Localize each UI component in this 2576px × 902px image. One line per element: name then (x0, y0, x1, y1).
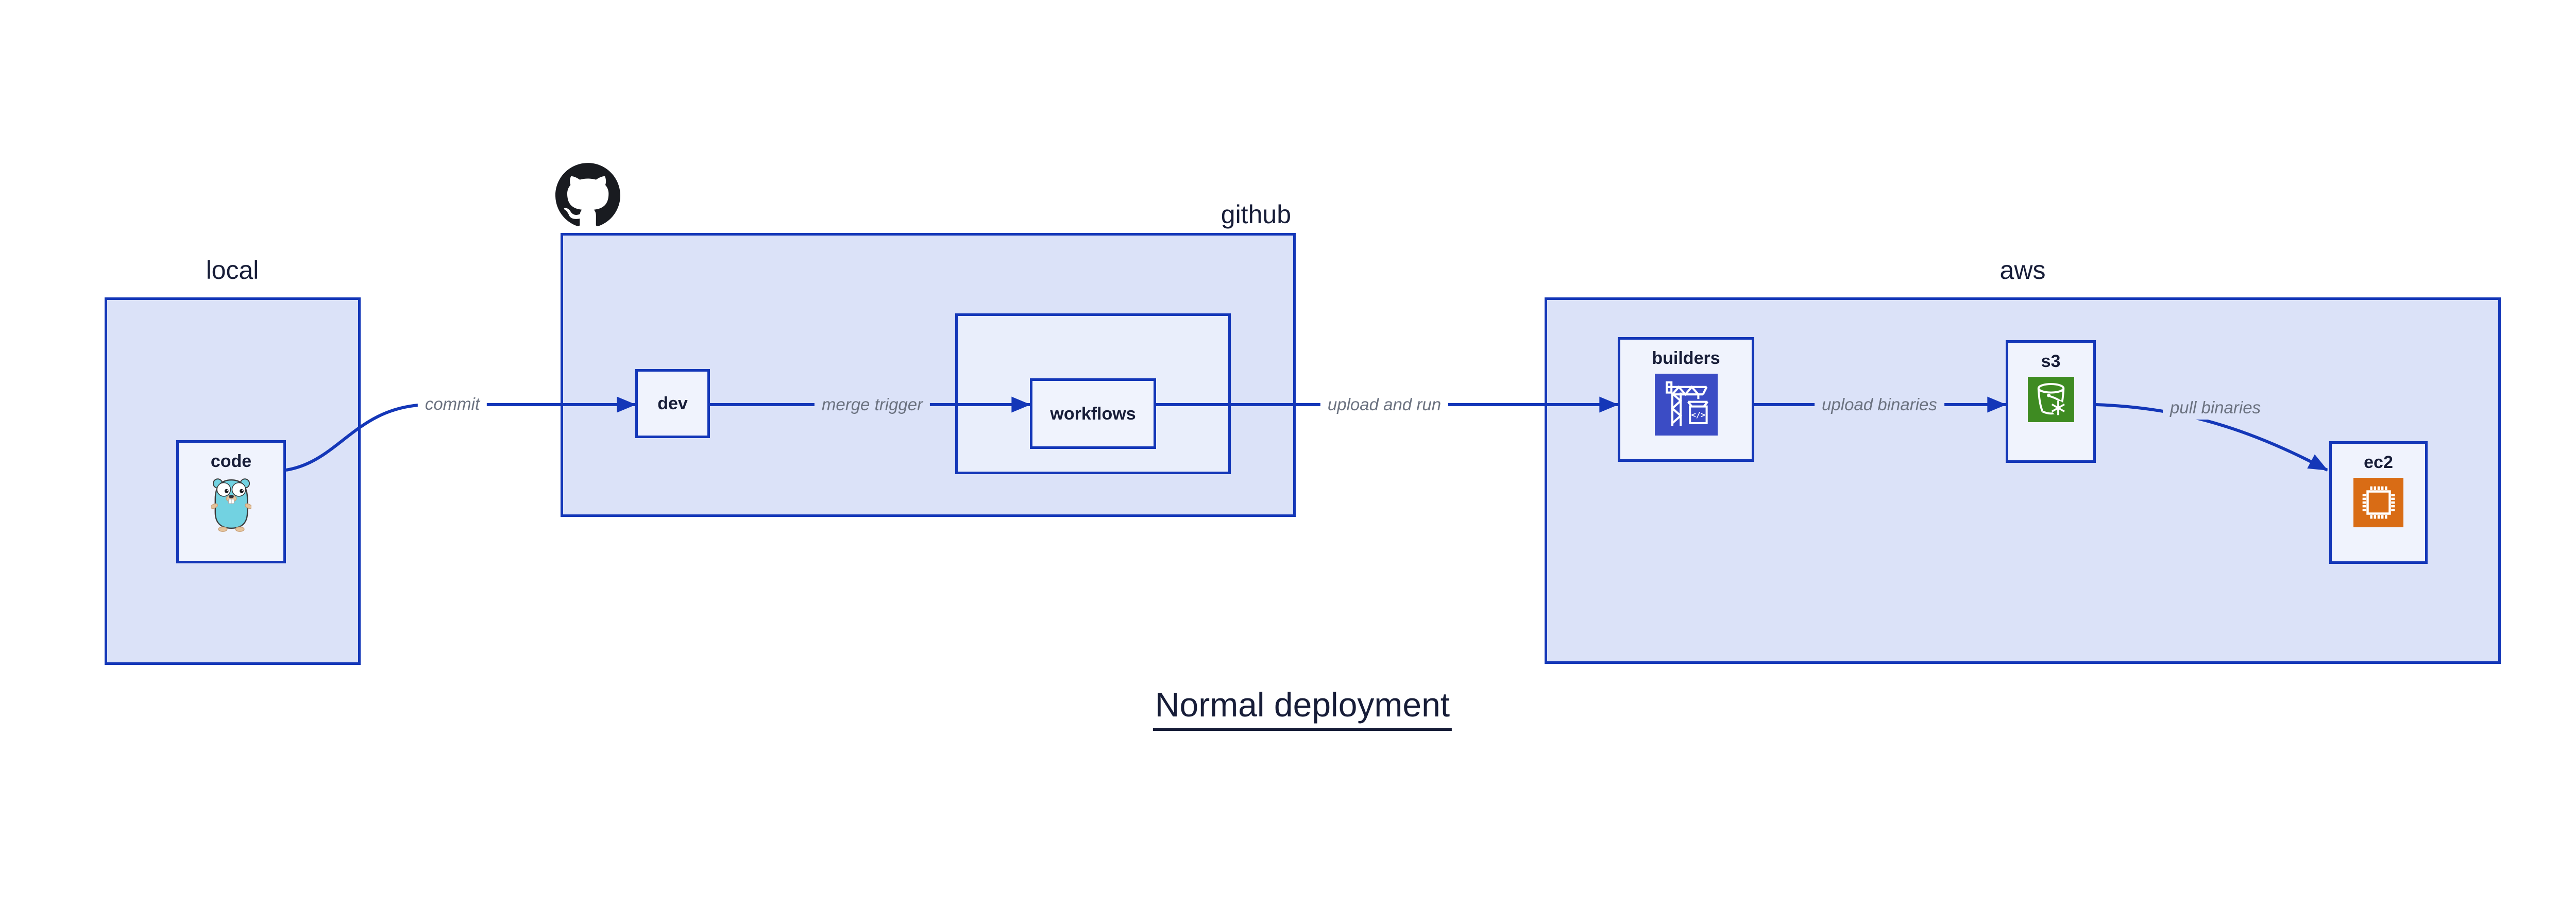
edge-label-upload-and-run: upload and run (1320, 393, 1449, 416)
diagram-title: Normal deployment (1153, 686, 1452, 731)
ec2-chip-icon (2353, 478, 2403, 527)
node-dev: dev (635, 369, 710, 438)
node-code-label: code (210, 452, 252, 471)
edge-label-pull-binaries: pull binaries (2162, 396, 2268, 420)
node-code: code (176, 440, 286, 563)
node-s3: s3 (2006, 340, 2096, 463)
node-workflows-label: workflows (1050, 404, 1136, 424)
edge-pull-binaries-path (2095, 403, 2328, 472)
node-s3-label: s3 (2041, 352, 2061, 371)
edge-label-upload-binaries: upload binaries (1815, 393, 1944, 416)
edge-commit-path (285, 396, 636, 472)
node-workflows: workflows (1030, 378, 1156, 449)
node-builders: builders </> (1618, 337, 1754, 462)
github-octocat-icon (555, 163, 620, 226)
codebuild-crane-icon: </> (1654, 374, 1718, 436)
s3-glacier-bucket-icon (2027, 377, 2074, 422)
edge-label-merge-trigger: merge trigger (814, 393, 930, 416)
node-ec2-label: ec2 (2364, 453, 2393, 472)
svg-text:</>: </> (1691, 410, 1705, 420)
node-builders-label: builders (1652, 348, 1720, 368)
go-gopher-icon (211, 476, 251, 532)
node-ec2: ec2 (2329, 441, 2428, 564)
node-dev-label: dev (657, 394, 688, 413)
edge-label-commit: commit (417, 392, 487, 416)
